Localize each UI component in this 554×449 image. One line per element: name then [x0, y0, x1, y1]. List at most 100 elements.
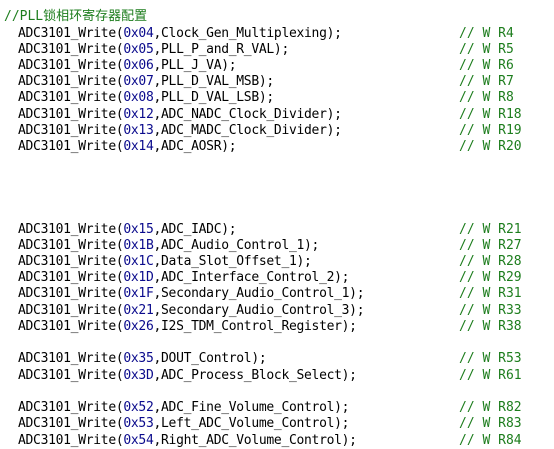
register-address: 0x1D [123, 270, 154, 285]
code-line[interactable]: ADC3101_Write(0x1D,ADC_Interface_Control… [0, 270, 550, 286]
register-value-argument: ,ADC_NADC_Clock_Divider); [153, 107, 342, 122]
code-statement: ADC3101_Write(0x35,DOUT_Control); [18, 351, 267, 367]
register-address: 0x1F [123, 286, 154, 301]
register-address: 0x26 [123, 319, 154, 334]
code-line[interactable]: ADC3101_Write(0x1B,ADC_Audio_Control_1);… [0, 238, 550, 254]
function-call: ADC3101_Write( [18, 416, 124, 431]
line-comment: // W R7 [459, 74, 514, 89]
function-call: ADC3101_Write( [18, 319, 124, 334]
function-call: ADC3101_Write( [18, 270, 124, 285]
code-statement: ADC3101_Write(0x1F,Secondary_Audio_Contr… [18, 286, 365, 302]
register-address: 0x08 [123, 90, 154, 105]
function-call: ADC3101_Write( [18, 400, 124, 415]
code-line[interactable]: ADC3101_Write(0x1F,Secondary_Audio_Contr… [0, 286, 550, 302]
code-line[interactable]: ADC3101_Write(0x08,PLL_D_VAL_LSB);// W R… [0, 90, 550, 106]
code-statement: ADC3101_Write(0x53,Left_ADC_Volume_Contr… [18, 416, 349, 432]
register-address: 0x1B [123, 238, 154, 253]
code-statement: ADC3101_Write(0x12,ADC_NADC_Clock_Divide… [18, 107, 342, 123]
code-statement: ADC3101_Write(0x05,PLL_P_and_R_VAL); [18, 42, 289, 58]
code-statement: ADC3101_Write(0x14,ADC_AOSR); [18, 139, 237, 155]
line-comment: // W R53 [459, 351, 522, 366]
function-call: ADC3101_Write( [18, 26, 124, 41]
line-comment: // W R83 [459, 416, 522, 431]
code-line[interactable]: ADC3101_Write(0x05,PLL_P_and_R_VAL); // W… [0, 42, 550, 58]
code-line[interactable]: ADC3101_Write(0x53,Left_ADC_Volume_Contr… [0, 416, 550, 432]
code-line[interactable]: ADC3101_Write(0x06,PLL_J_VA); // W R6 [0, 58, 550, 74]
code-line[interactable]: ADC3101_Write(0x15,ADC_IADC); // W R21 [0, 222, 550, 238]
line-comment: // W R33 [459, 303, 522, 318]
function-call: ADC3101_Write( [18, 74, 124, 89]
register-value-argument: ,ADC_Fine_Volume_Control); [153, 400, 350, 415]
code-line[interactable]: ADC3101_Write(0x54,Right_ADC_Volume_Cont… [0, 433, 550, 449]
function-call: ADC3101_Write( [18, 286, 124, 301]
code-statement: ADC3101_Write(0x1C,Data_Slot_Offset_1); [18, 254, 312, 270]
function-call: ADC3101_Write( [18, 58, 124, 73]
register-value-argument: ,I2S_TDM_Control_Register); [153, 319, 357, 334]
line-comment: // W R4 [459, 26, 514, 41]
code-statement: ADC3101_Write(0x13,ADC_MADC_Clock_Divide… [18, 123, 342, 139]
code-line[interactable]: ADC3101_Write(0x12,ADC_NADC_Clock_Divide… [0, 107, 550, 123]
line-comment: // W R27 [459, 238, 522, 253]
function-call: ADC3101_Write( [18, 433, 124, 448]
function-call: ADC3101_Write( [18, 303, 124, 318]
register-value-argument: ,ADC_IADC); [153, 222, 237, 237]
line-comment: // W R61 [459, 368, 522, 383]
function-call: ADC3101_Write( [18, 42, 124, 57]
register-value-argument: ,ADC_AOSR); [153, 139, 237, 154]
register-value-argument: ,PLL_J_VA); [153, 58, 237, 73]
code-statement: ADC3101_Write(0x1B,ADC_Audio_Control_1); [18, 238, 319, 254]
code-line[interactable]: ADC3101_Write(0x13,ADC_MADC_Clock_Divide… [0, 123, 550, 139]
line-comment: // W R6 [459, 58, 514, 73]
register-value-argument: ,Secondary_Audio_Control_1); [153, 286, 365, 301]
line-comment: // W R28 [459, 254, 522, 269]
register-value-argument: ,ADC_Interface_Control_2); [153, 270, 350, 285]
code-line[interactable]: ADC3101_Write(0x52,ADC_Fine_Volume_Contr… [0, 400, 550, 416]
register-address: 0x05 [123, 42, 154, 57]
register-value-argument: ,Right_ADC_Volume_Control); [153, 433, 357, 448]
register-address: 0x52 [123, 400, 154, 415]
register-address: 0x15 [123, 222, 154, 237]
register-address: 0x1C [123, 254, 154, 269]
code-line[interactable]: ADC3101_Write(0x1C,Data_Slot_Offset_1); /… [0, 254, 550, 270]
function-call: ADC3101_Write( [18, 90, 124, 105]
line-comment: // W R82 [459, 400, 522, 415]
code-statement: ADC3101_Write(0x3D,ADC_Process_Block_Sel… [18, 368, 357, 384]
code-line[interactable]: ADC3101_Write(0x04,Clock_Gen_Multiplexin… [0, 26, 550, 42]
code-statement: ADC3101_Write(0x26,I2S_TDM_Control_Regis… [18, 319, 357, 335]
line-comment: // W R84 [459, 433, 522, 448]
code-line[interactable]: ADC3101_Write(0x07,PLL_D_VAL_MSB); // W R… [0, 74, 550, 90]
code-line[interactable]: ADC3101_Write(0x26,I2S_TDM_Control_Regis… [0, 319, 550, 335]
register-value-argument: ,Clock_Gen_Multiplexing); [153, 26, 342, 41]
code-statement: ADC3101_Write(0x21,Secondary_Audio_Contr… [18, 303, 365, 319]
function-call: ADC3101_Write( [18, 238, 124, 253]
register-address: 0x21 [123, 303, 154, 318]
line-comment: // W R8 [459, 90, 514, 105]
code-line[interactable]: ADC3101_Write(0x21,Secondary_Audio_Contr… [0, 303, 550, 319]
line-comment: // W R31 [459, 286, 522, 301]
line-comment: // W R19 [459, 123, 522, 138]
register-value-argument: ,Left_ADC_Volume_Control); [153, 416, 350, 431]
line-comment: // W R21 [459, 222, 522, 237]
function-call: ADC3101_Write( [18, 368, 124, 383]
register-address: 0x04 [123, 26, 154, 41]
line-comment: // W R18 [459, 107, 522, 122]
register-value-argument: ,DOUT_Control); [153, 351, 267, 366]
register-address: 0x12 [123, 107, 154, 122]
register-address: 0x06 [123, 58, 154, 73]
code-statement: ADC3101_Write(0x52,ADC_Fine_Volume_Contr… [18, 400, 349, 416]
register-address: 0x35 [123, 351, 154, 366]
code-statement: ADC3101_Write(0x07,PLL_D_VAL_MSB); [18, 74, 274, 90]
code-line[interactable]: ADC3101_Write(0x14,ADC_AOSR); // W R20 [0, 139, 550, 155]
line-comment: // W R5 [459, 42, 514, 57]
code-line[interactable]: ADC3101_Write(0x3D,ADC_Process_Block_Sel… [0, 368, 550, 384]
register-value-argument: ,ADC_Audio_Control_1); [153, 238, 320, 253]
line-comment: // W R20 [459, 139, 522, 154]
code-statement: ADC3101_Write(0x04,Clock_Gen_Multiplexin… [18, 26, 342, 42]
register-address: 0x14 [123, 139, 154, 154]
header-comment: //PLL锁相环寄存器配置 [4, 9, 148, 24]
code-line[interactable]: ADC3101_Write(0x35,DOUT_Control); // W R5… [0, 351, 550, 367]
register-value-argument: ,ADC_Process_Block_Select); [153, 368, 357, 383]
register-value-argument: ,PLL_P_and_R_VAL); [153, 42, 289, 57]
function-call: ADC3101_Write( [18, 222, 124, 237]
